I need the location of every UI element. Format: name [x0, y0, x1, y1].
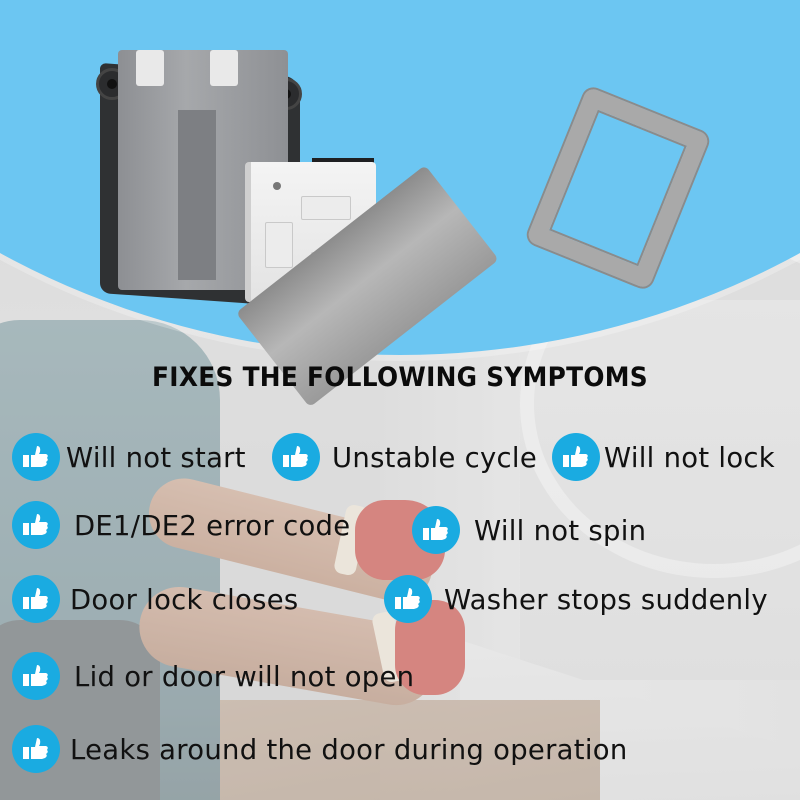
symptom-label: Washer stops suddenly: [444, 582, 768, 616]
symptom-item: Will not start: [12, 432, 249, 482]
switch-hole: [273, 182, 281, 190]
symptom-label: Will not start: [66, 440, 246, 474]
switch-button: [301, 196, 351, 220]
thumbs-up-icon: [12, 501, 60, 549]
symptom-item: Leaks around the door during operation: [12, 724, 639, 774]
symptom-label: Door lock closes: [70, 582, 299, 616]
symptom-label: DE1/DE2 error code: [74, 508, 351, 542]
thumbs-up-icon: [12, 725, 60, 773]
symptom-label: Leaks around the door during operation: [70, 732, 628, 766]
thumbs-up-icon: [272, 433, 320, 481]
section-heading: FIXES THE FOLLOWING SYMPTOMS: [152, 362, 648, 393]
symptom-item: Unstable cycle: [272, 432, 541, 482]
symptom-label: Lid or door will not open: [74, 659, 415, 693]
symptom-label: Unstable cycle: [332, 440, 538, 474]
symptom-item: Door lock closes: [12, 574, 303, 624]
thumbs-up-icon: [12, 575, 60, 623]
symptom-label: Will not lock: [604, 440, 775, 474]
door-lock-product-image: [96, 50, 412, 307]
lock-top-tab: [210, 50, 238, 86]
thumbs-up-icon: [384, 575, 432, 623]
symptom-item: Will not spin: [412, 505, 650, 555]
symptom-item: DE1/DE2 error code: [12, 500, 356, 550]
door-strike-product-image: [235, 86, 711, 408]
lock-slot: [178, 110, 216, 280]
strike-loop: [525, 86, 711, 290]
symptom-label: Will not spin: [474, 513, 647, 547]
symptom-item: Will not lock: [552, 432, 778, 482]
thumbs-up-icon: [12, 433, 60, 481]
thumbs-up-icon: [12, 652, 60, 700]
thumbs-up-icon: [552, 433, 600, 481]
symptom-item: Lid or door will not open: [12, 651, 421, 701]
lock-top-tab: [136, 50, 164, 86]
thumbs-up-icon: [412, 506, 460, 554]
switch-latch: [265, 222, 293, 268]
symptom-item: Washer stops suddenly: [384, 574, 775, 624]
